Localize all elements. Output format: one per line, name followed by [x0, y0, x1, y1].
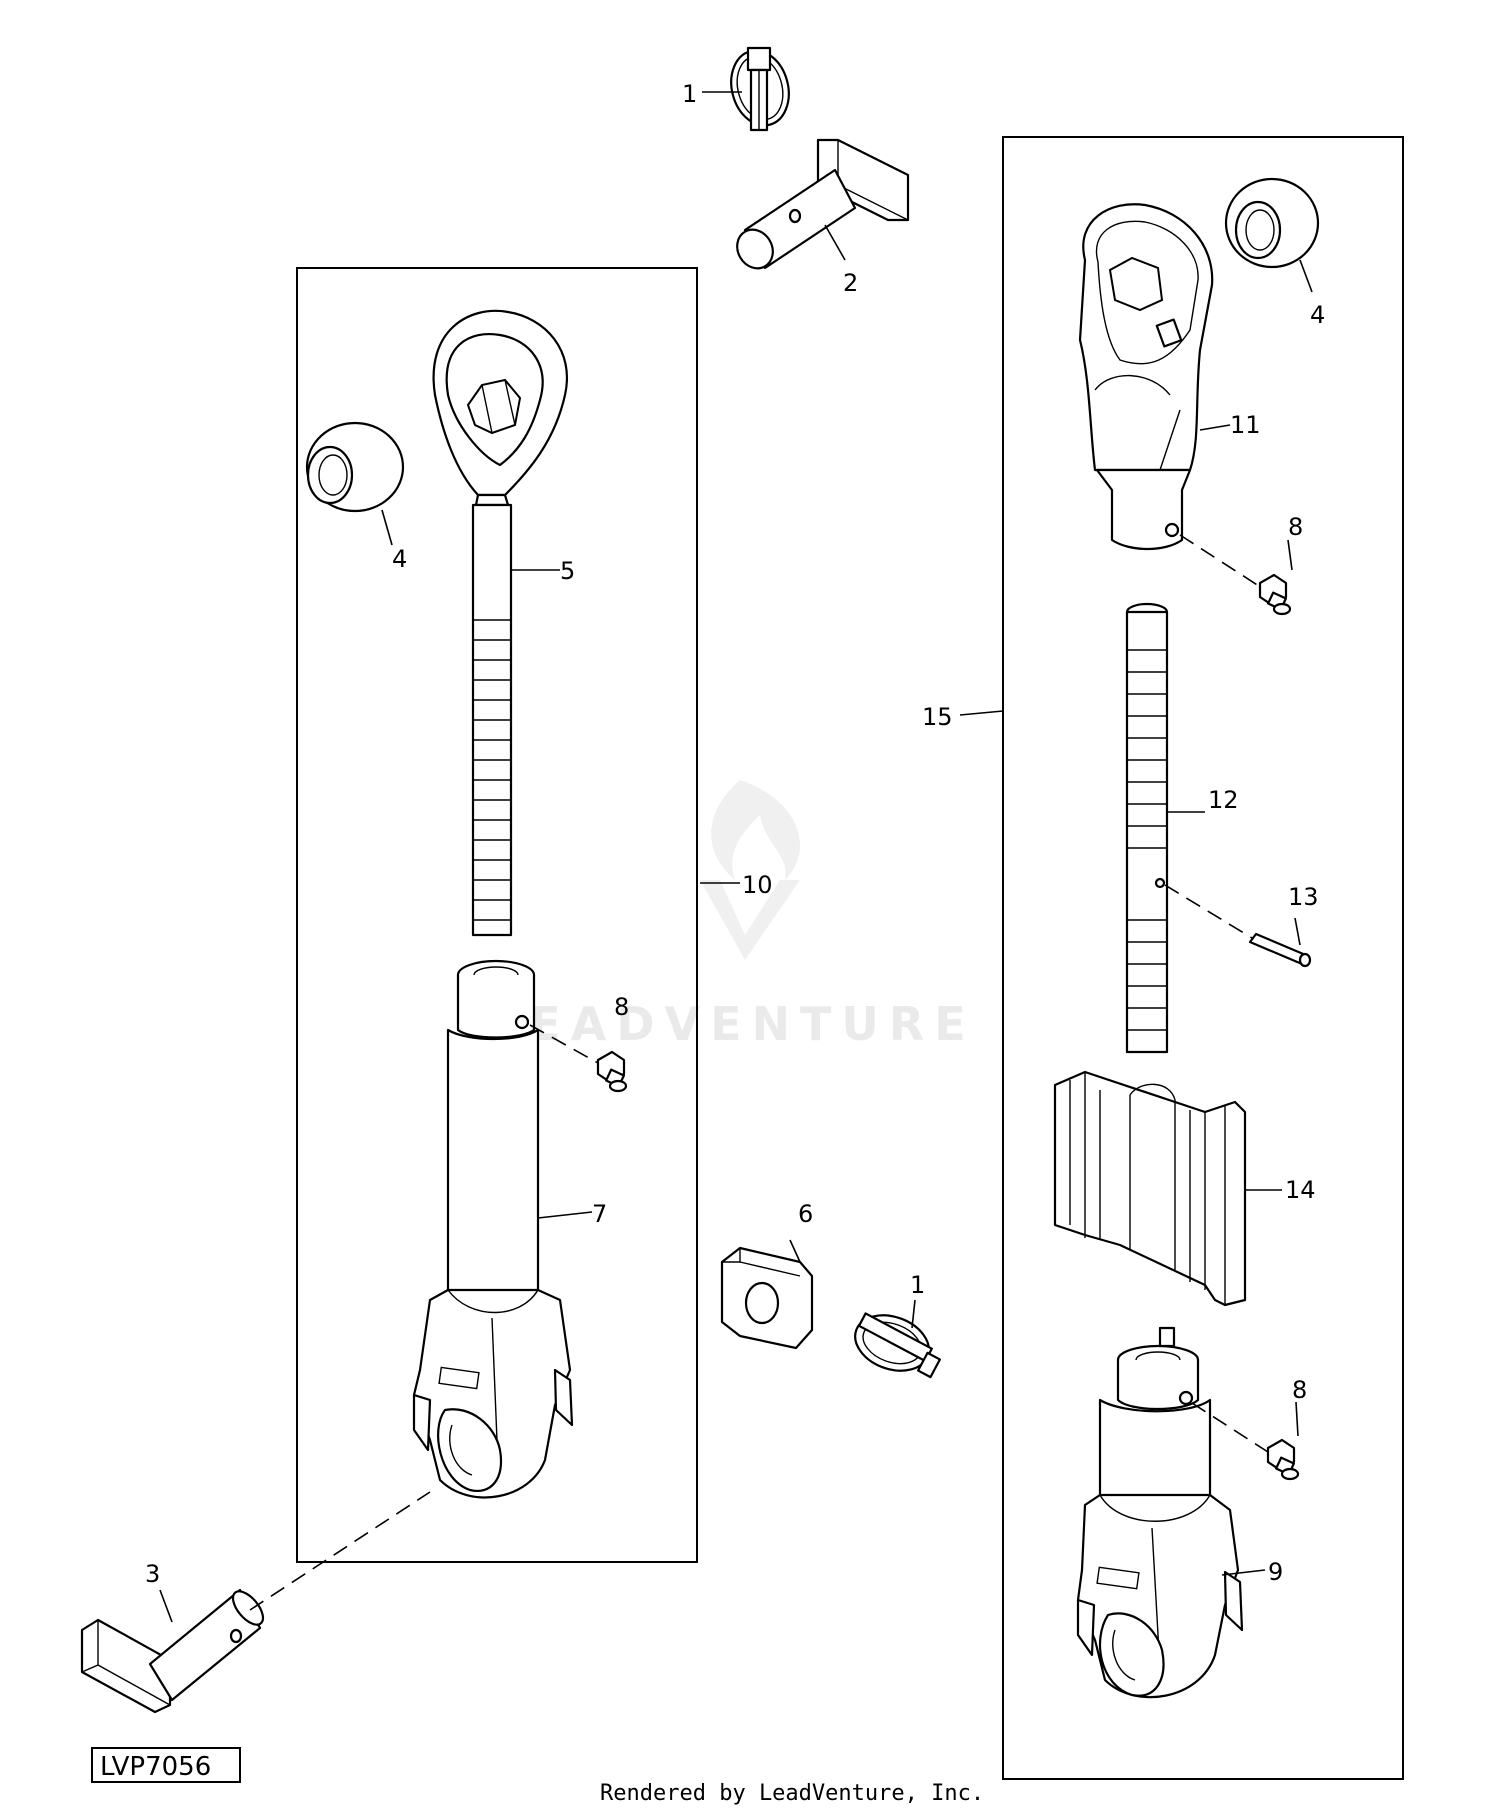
callout-9: 9	[1268, 1558, 1283, 1586]
callout-8-right-bot: 8	[1292, 1376, 1307, 1404]
part-3-clevis-pin	[82, 1586, 269, 1712]
part-1-lynch-pin-top	[723, 44, 797, 132]
callout-12: 12	[1208, 786, 1239, 814]
watermark: LEADVENTURE	[490, 780, 976, 1051]
part-8-grease-fitting-left	[598, 1052, 626, 1091]
assembly-frame-10	[297, 268, 697, 1562]
leader-lines	[160, 92, 1312, 1622]
part-11-eye-housing	[1080, 204, 1212, 549]
part-9-clevis-housing	[1078, 1328, 1242, 1697]
callout-1-mid: 1	[910, 1271, 925, 1299]
part-14-sleeve-guard	[1055, 1072, 1245, 1305]
callout-4-right: 4	[1310, 301, 1325, 329]
part-13-roll-pin	[1250, 934, 1310, 966]
callout-2: 2	[843, 269, 858, 297]
watermark-text: LEADVENTURE	[490, 997, 976, 1051]
callout-14: 14	[1285, 1176, 1316, 1204]
part-4-ball-right	[1226, 179, 1318, 267]
callout-8-right-top: 8	[1288, 513, 1303, 541]
watermark-logo-icon	[700, 780, 800, 960]
part-5-eye-rod	[434, 311, 567, 935]
assembly-dash-lines	[250, 535, 1268, 1610]
callout-8-left: 8	[614, 993, 629, 1021]
callout-13: 13	[1288, 883, 1319, 911]
part-6-retainer-plate	[722, 1248, 812, 1348]
diagram-code-text: LVP7056	[100, 1752, 211, 1782]
callout-15: 15	[922, 703, 953, 731]
assembly-frame-15	[1003, 137, 1403, 1779]
diagram-code-label: LVP7056	[92, 1748, 240, 1782]
callout-3: 3	[145, 1560, 160, 1588]
callout-10: 10	[742, 871, 773, 899]
part-1-lynch-pin-mid	[847, 1306, 939, 1381]
callout-7: 7	[592, 1200, 607, 1228]
callouts: 1 2 4 5 10 8 7 6 1 3 4 11 8 15 12 13 14 …	[145, 80, 1325, 1588]
part-4-ball-left	[307, 423, 403, 511]
part-7-tube-clevis	[414, 961, 572, 1497]
part-8-grease-fitting-right-top	[1260, 575, 1290, 614]
callout-5: 5	[560, 557, 575, 585]
callout-1-top: 1	[682, 80, 697, 108]
render-credit: Rendered by LeadVenture, Inc.	[600, 1781, 984, 1806]
diagram-code-box	[92, 1748, 240, 1782]
part-12-threaded-rod	[1127, 604, 1167, 1052]
callout-4-left: 4	[392, 545, 407, 573]
callout-6: 6	[798, 1200, 813, 1228]
part-2-clevis-pin	[730, 140, 908, 275]
callout-11: 11	[1230, 411, 1261, 439]
part-8-grease-fitting-right-bottom	[1268, 1440, 1298, 1479]
